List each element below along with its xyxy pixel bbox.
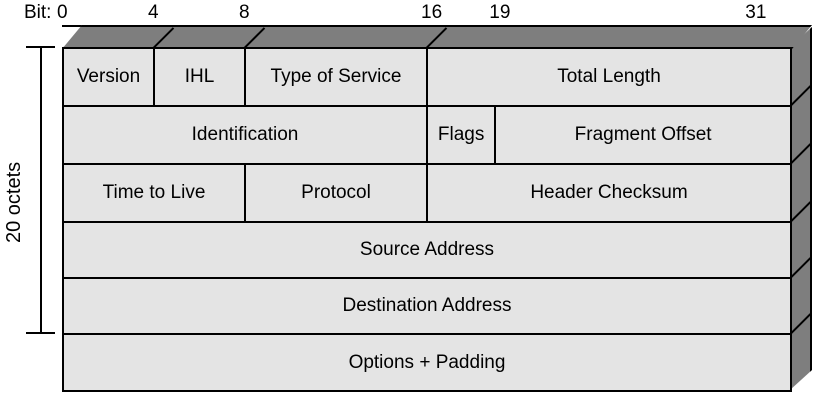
bit-tick-label-8: 8 (239, 2, 250, 23)
header-field-source-address: Source Address (62, 221, 792, 279)
octet-bracket-top-arm (26, 46, 55, 48)
header-field-type-of-service: Type of Service (244, 47, 428, 107)
octet-bracket-label: 20 octets (3, 161, 25, 243)
header-field-flags: Flags (426, 105, 497, 165)
header-field-version: Version (62, 47, 155, 107)
header-field-ihl: IHL (153, 47, 246, 107)
bit-axis-label: Bit: (24, 2, 52, 23)
header-field-time-to-live: Time to Live (62, 163, 246, 223)
header-field-destination-address: Destination Address (62, 277, 792, 335)
header-field-protocol: Protocol (244, 163, 428, 223)
bit-tick-label-16: 16 (421, 2, 443, 23)
bit-tick-label-19: 19 (489, 2, 511, 23)
header-field-options-padding: Options + Padding (62, 333, 792, 392)
header-field-header-checksum: Header Checksum (426, 163, 792, 223)
header-field-total-length: Total Length (426, 47, 792, 107)
octet-bracket-stem (40, 46, 42, 334)
header-field-fragment-offset: Fragment Offset (494, 105, 792, 165)
octet-bracket-bottom-arm (26, 332, 55, 334)
bit-tick-label-0: 0 (57, 2, 68, 23)
header-field-identification: Identification (62, 105, 428, 165)
bit-tick-label-4: 4 (148, 2, 159, 23)
bit-tick-label-31: 31 (745, 2, 767, 23)
